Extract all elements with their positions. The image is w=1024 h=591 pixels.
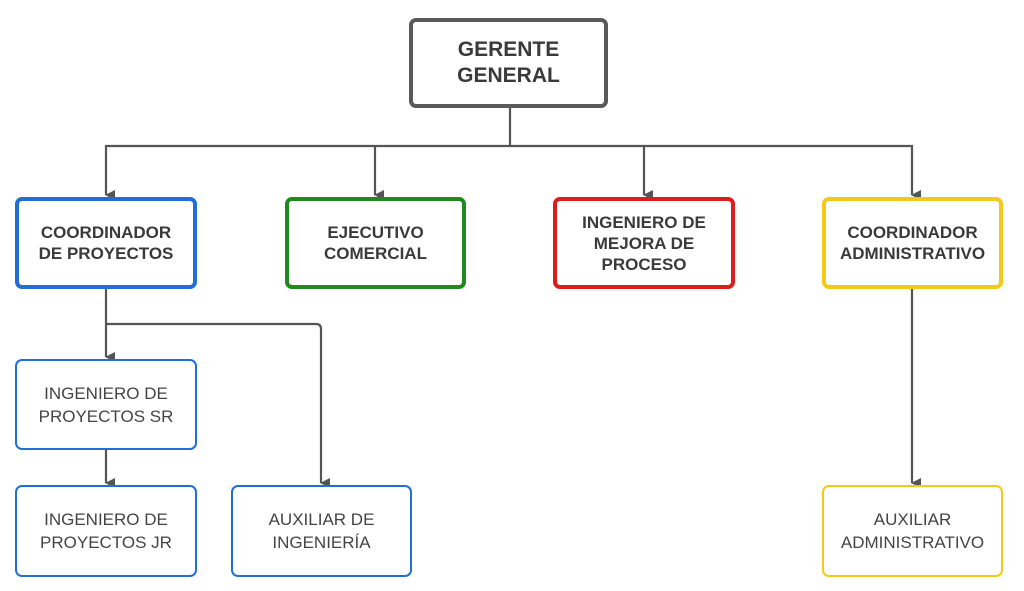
node-label: INGENIERO DE PROYECTOS JR [40, 510, 172, 552]
node-label: EJECUTIVO COMERCIAL [324, 223, 427, 263]
node-label: INGENIERO DE PROYECTOS SR [38, 383, 174, 426]
node-ingeniero-mejora-proceso: INGENIERO DE MEJORA DE PROCESO [553, 197, 735, 289]
node-auxiliar-administrativo: AUXILIAR ADMINISTRATIVO [822, 485, 1003, 577]
node-coordinador-administrativo: COORDINADOR ADMINISTRATIVO [822, 197, 1003, 289]
node-label: INGENIERO DE MEJORA DE PROCESO [582, 212, 706, 274]
node-label: COORDINADOR DE PROYECTOS [38, 223, 174, 263]
node-ingeniero-proyectos-jr: INGENIERO DE PROYECTOS JR [15, 485, 197, 577]
node-label: AUXILIAR DE INGENIERÍA [268, 510, 375, 552]
node-gerente-general: GERENTE GENERAL [409, 18, 608, 108]
node-label: GERENTE GENERAL [457, 38, 560, 87]
node-ejecutivo-comercial: EJECUTIVO COMERCIAL [285, 197, 466, 289]
node-label: AUXILIAR ADMINISTRATIVO [840, 510, 985, 552]
node-ingeniero-proyectos-sr: INGENIERO DE PROYECTOS SR [15, 359, 197, 450]
connector-to-auxiliar-ingenieria [106, 322, 330, 488]
connector-to-ingeniero-mejora [510, 144, 653, 200]
node-label: COORDINADOR ADMINISTRATIVO [839, 223, 986, 263]
connector-to-coordinador-proyectos [104, 144, 510, 200]
connector-to-coordinador-administrativo [644, 144, 921, 200]
node-coordinador-proyectos: COORDINADOR DE PROYECTOS [15, 197, 197, 289]
node-auxiliar-ingenieria: AUXILIAR DE INGENIERÍA [231, 485, 412, 577]
